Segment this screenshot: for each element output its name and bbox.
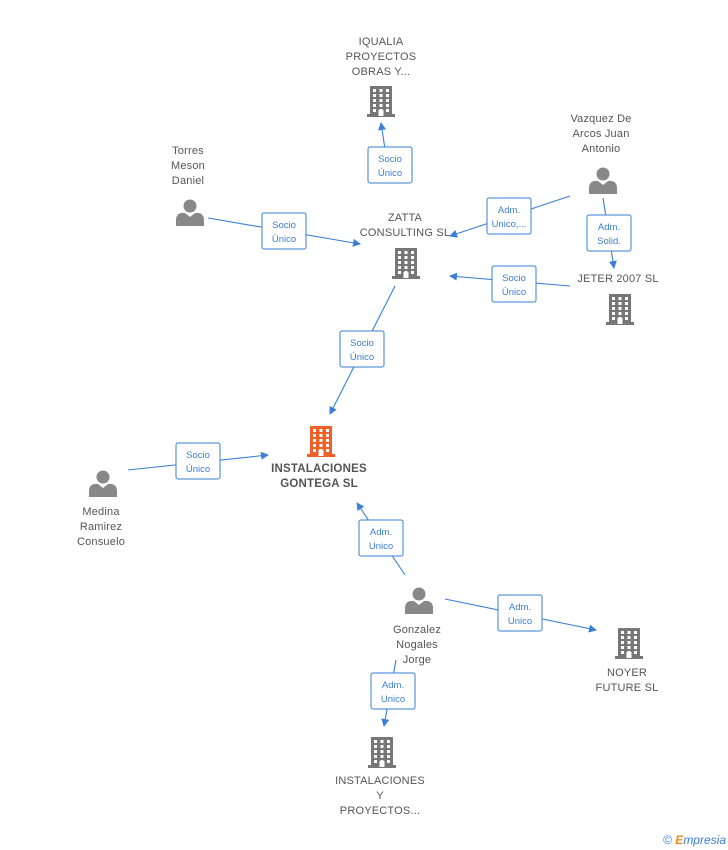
node-zatta[interactable]: ZATTA CONSULTING SL xyxy=(360,212,450,279)
node-label: INSTALACIONES xyxy=(271,463,367,475)
node-label: GONTEGA SL xyxy=(280,478,358,490)
edge-label[interactable]: Adm. Unico xyxy=(370,672,416,710)
edge-gonzalez-to-instproy: Adm. Unico xyxy=(370,659,416,727)
edge-gonzalez-to-instalaciones: Adm. Unico xyxy=(356,502,406,576)
node-label: JETER 2007 SL xyxy=(577,273,658,285)
edge-label-line: Unico xyxy=(508,616,532,627)
node-label: PROYECTOS... xyxy=(340,805,420,817)
edge-label-line: Adm. xyxy=(498,205,520,216)
person-icon xyxy=(589,167,617,194)
node-label: Ramirez xyxy=(80,521,122,533)
edge-vazquez-to-jeter: Adm. Solid. xyxy=(586,197,632,269)
building-icon xyxy=(307,426,335,457)
node-label: Vazquez De xyxy=(570,113,631,125)
person-icon xyxy=(176,199,204,226)
edge-label[interactable]: Adm. Solid. xyxy=(586,214,632,252)
edge-label-line: Adm. xyxy=(382,680,404,691)
person-icon xyxy=(89,470,117,497)
edge-label-line: Socio xyxy=(272,220,296,231)
edge-label-line: Único xyxy=(186,464,210,475)
node-label: Y xyxy=(376,790,384,802)
node-label: Torres xyxy=(172,145,204,157)
node-label: Meson xyxy=(171,160,205,172)
node-label: Consuelo xyxy=(77,536,125,548)
node-label: FUTURE SL xyxy=(596,682,659,694)
node-instalaciones[interactable]: INSTALACIONES GONTEGA SL xyxy=(271,426,367,490)
edge-label-line: Unico xyxy=(381,694,405,705)
node-label: Medina xyxy=(82,506,120,518)
brand-logo-text: mpresia xyxy=(683,833,726,847)
edge-label-line: Único xyxy=(272,234,296,245)
edge-label-line: Adm. xyxy=(509,602,531,613)
building-icon xyxy=(368,737,396,768)
node-label: PROYECTOS xyxy=(346,51,417,63)
node-label: Daniel xyxy=(172,175,204,187)
node-label: NOYER xyxy=(607,667,647,679)
building-icon xyxy=(392,248,420,279)
edge-label-line: Unico xyxy=(369,541,393,552)
edge-label[interactable]: Adm. Unico xyxy=(358,519,404,557)
node-noyer[interactable]: NOYER FUTURE SL xyxy=(596,628,659,694)
edge-label-line: Socio xyxy=(350,338,374,349)
node-jeter[interactable]: JETER 2007 SL xyxy=(577,273,659,325)
building-icon xyxy=(615,628,643,659)
edge-vazquez-to-zatta: Adm. Unico,... xyxy=(449,195,571,238)
nodes-layer: IQUALIA PROYECTOS OBRAS Y... Vazquez De Arco… xyxy=(77,36,659,817)
edge-label[interactable]: Adm. Unico xyxy=(497,594,543,632)
building-icon xyxy=(606,294,634,325)
edge-label-line: Solid. xyxy=(597,236,621,247)
node-label: IQUALIA xyxy=(359,36,404,48)
edges-layer: SocioÚnicoSocioÚnicoAdm.Unico,...Adm.Sol… xyxy=(127,122,632,727)
node-label: OBRAS Y... xyxy=(352,66,410,78)
node-label: Gonzalez xyxy=(393,624,441,636)
edge-label-line: Único xyxy=(350,352,374,363)
edge-label-line: Único xyxy=(502,287,526,298)
node-label: INSTALACIONES xyxy=(335,775,425,787)
edge-gonzalez-to-noyer: Adm. Unico xyxy=(444,594,597,633)
node-label: CONSULTING SL xyxy=(360,227,450,239)
edge-label[interactable]: Adm. Unico,... xyxy=(486,197,532,235)
edge-label-line: Socio xyxy=(378,154,402,165)
edge-label-line: Adm. xyxy=(598,222,620,233)
edge-label-line: Socio xyxy=(502,273,526,284)
edge-label-line: Único xyxy=(378,168,402,179)
node-label: Arcos Juan xyxy=(572,128,629,140)
node-instproy[interactable]: INSTALACIONES Y PROYECTOS... xyxy=(335,737,425,817)
edge-label-line: Socio xyxy=(186,450,210,461)
node-label: Jorge xyxy=(403,654,432,666)
person-icon xyxy=(405,587,433,614)
edge-label-line: Unico,... xyxy=(492,219,527,230)
building-icon xyxy=(367,86,395,117)
node-label: Nogales xyxy=(396,639,438,651)
node-iqualia[interactable]: IQUALIA PROYECTOS OBRAS Y... xyxy=(346,36,417,117)
node-label: ZATTA xyxy=(388,212,423,224)
copyright-symbol: © xyxy=(663,833,672,847)
node-label: Antonio xyxy=(582,143,621,155)
edge-label-line: Adm. xyxy=(370,527,392,538)
copyright: © Empresia xyxy=(663,833,726,847)
brand-logo-initial: E xyxy=(675,833,684,847)
